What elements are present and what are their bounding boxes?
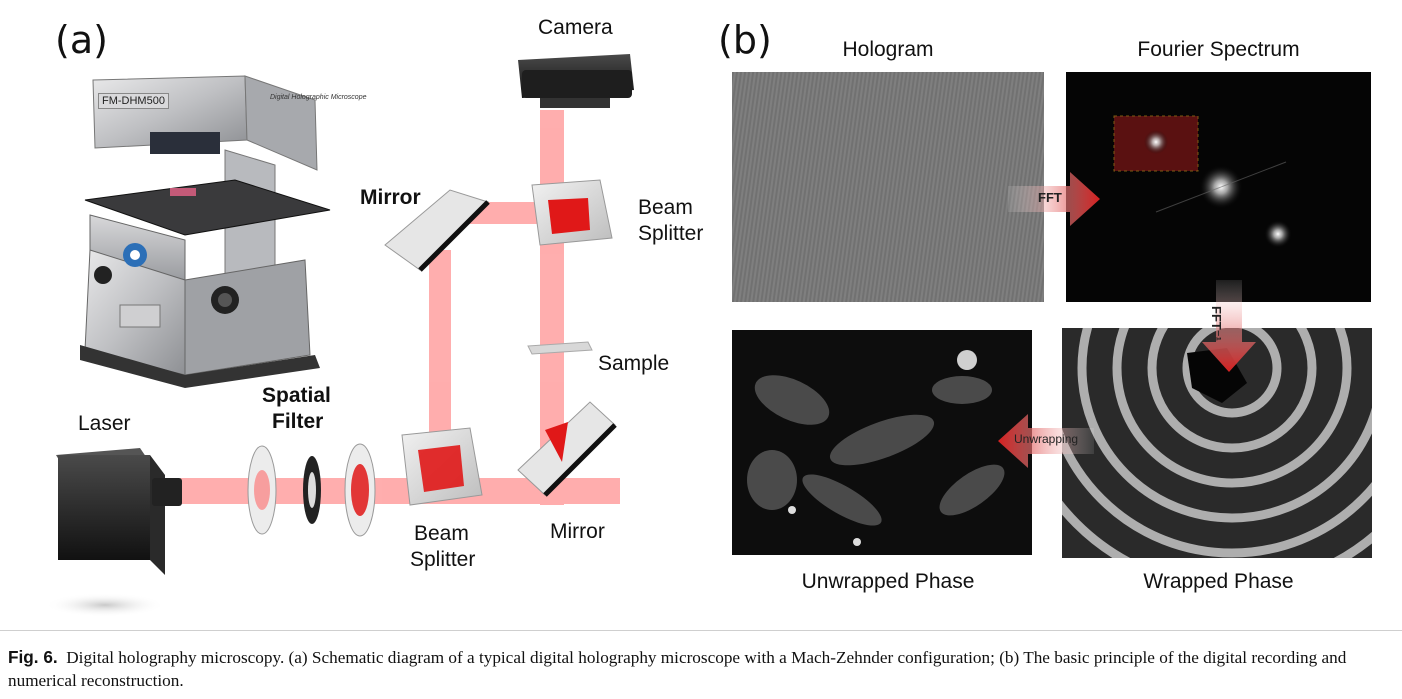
label-laser: Laser [78, 412, 131, 435]
fft-arrow-icon [1008, 172, 1100, 226]
wrapped-phase-image [1062, 328, 1372, 558]
label-beam-splitter-bottom-2: Splitter [410, 548, 476, 571]
label-beam-splitter-top-1: Beam [638, 196, 693, 219]
sample-icon [527, 341, 593, 355]
beam-splitter-bottom-icon [401, 427, 483, 506]
label-mirror-bottom: Mirror [550, 520, 605, 543]
label-mirror-top: Mirror [360, 186, 421, 209]
caption-text: Digital holography microscopy. (a) Schem… [8, 648, 1347, 690]
hologram-image [732, 72, 1044, 302]
optical-schematic [45, 54, 634, 617]
beam-splitter-top-icon [531, 179, 613, 246]
laser-icon [45, 448, 182, 617]
microscope-photo [80, 75, 331, 388]
label-spatial-filter-2: Filter [272, 410, 324, 433]
unwrapped-phase-image [732, 330, 1032, 555]
unwrapping-label: Unwrapping [1014, 432, 1079, 446]
fft-label: FFT [1038, 190, 1062, 205]
label-beam-splitter-top-2: Splitter [638, 222, 704, 245]
mirror-top-icon [384, 189, 490, 272]
unwrapping-arrow-icon [998, 414, 1094, 468]
figure-caption: Fig. 6. Digital holography microscopy. (… [8, 646, 1398, 692]
title-fourier-spectrum: Fourier Spectrum [1137, 38, 1300, 61]
fourier-spectrum-image [1066, 72, 1371, 302]
camera-icon [518, 54, 634, 108]
caption-label: Fig. 6. [8, 647, 58, 667]
figure: (a) FM-DHM500 Digita [45, 16, 1372, 617]
panel-b-letter: (b) [718, 18, 772, 62]
title-wrapped-phase: Wrapped Phase [1143, 570, 1294, 593]
label-spatial-filter-1: Spatial [262, 384, 331, 407]
mirror-bottom-icon [517, 401, 617, 497]
label-camera: Camera [538, 16, 613, 39]
device-label: FM-DHM500 [98, 93, 169, 109]
spatial-filter-icon [247, 443, 376, 537]
ifft-label: FFT⁻¹ [1209, 306, 1224, 342]
label-beam-splitter-bottom-1: Beam [414, 522, 469, 545]
caption-divider [0, 630, 1402, 631]
ifft-arrow-icon [1202, 280, 1256, 372]
device-logo-text: Digital Holographic Microscope [270, 94, 367, 101]
panel-a-letter: (a) [55, 18, 108, 62]
label-sample: Sample [598, 352, 670, 375]
title-hologram: Hologram [842, 38, 934, 61]
title-unwrapped-phase: Unwrapped Phase [801, 570, 975, 593]
